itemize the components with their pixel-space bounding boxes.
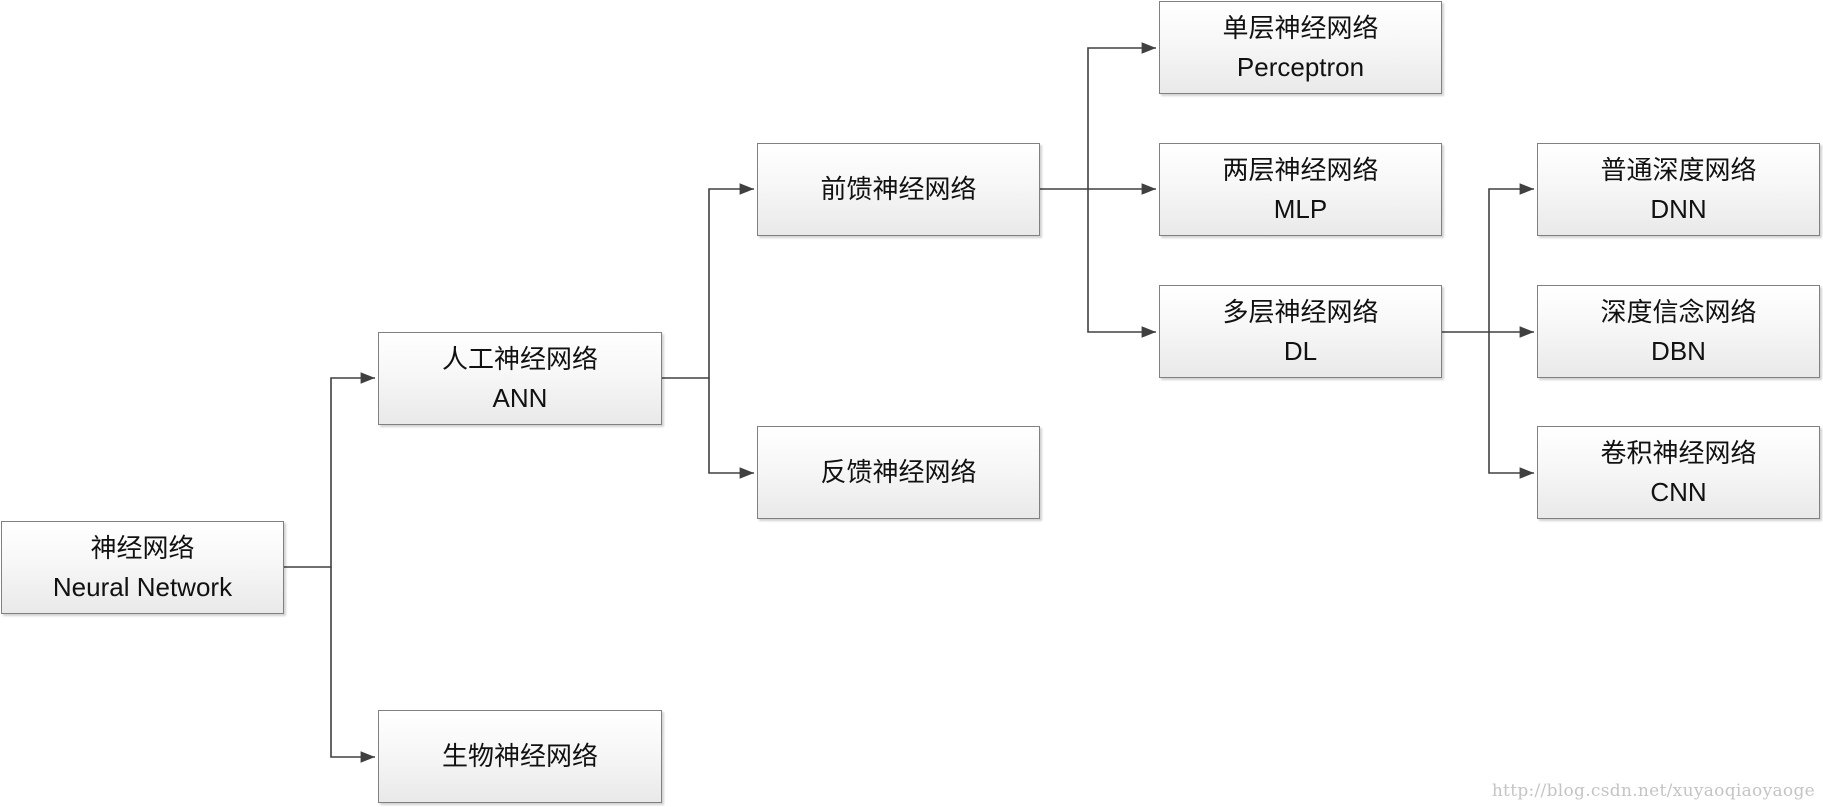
connector-multi-cnn [1488, 332, 1534, 479]
node-multi-layer-nn-en: DL [1283, 335, 1318, 366]
node-biological-nn-zh: 生物神经网络 [441, 741, 598, 772]
connector-root-bio [330, 567, 375, 763]
node-neural-network-zh: 神经网络 [90, 533, 195, 564]
node-dbn: 深度信念网络 DBN [1537, 285, 1820, 378]
connector-ann-fb [708, 378, 754, 479]
connector-ff-multi [1087, 189, 1156, 338]
node-two-layer-nn-zh: 两层神经网络 [1222, 155, 1379, 186]
node-multi-layer-nn: 多层神经网络 DL [1159, 285, 1442, 378]
node-neural-network-en: Neural Network [52, 571, 233, 602]
node-cnn-zh: 卷积神经网络 [1600, 438, 1757, 469]
node-two-layer-nn-en: MLP [1273, 193, 1328, 224]
node-cnn: 卷积神经网络 CNN [1537, 426, 1820, 519]
node-feedforward-nn: 前馈神经网络 [757, 143, 1040, 236]
node-dbn-en: DBN [1651, 335, 1706, 366]
node-dnn-en: DNN [1650, 193, 1707, 224]
connector-multi-dnn [1442, 183, 1534, 333]
node-ann-en: ANN [492, 382, 548, 413]
node-ann: 人工神经网络 ANN [378, 332, 662, 425]
node-neural-network: 神经网络 Neural Network [1, 521, 284, 614]
node-biological-nn: 生物神经网络 [378, 710, 662, 803]
node-feedforward-nn-zh: 前馈神经网络 [820, 174, 977, 205]
node-dbn-zh: 深度信念网络 [1600, 297, 1757, 328]
node-multi-layer-nn-zh: 多层神经网络 [1222, 297, 1379, 328]
connector-root-ann [284, 372, 375, 568]
node-feedback-nn-zh: 反馈神经网络 [820, 457, 977, 488]
node-single-layer-nn-en: Perceptron [1236, 51, 1365, 82]
node-feedback-nn: 反馈神经网络 [757, 426, 1040, 519]
node-dnn: 普通深度网络 DNN [1537, 143, 1820, 236]
connector-ann-ff [662, 183, 754, 379]
watermark-url: http://blog.csdn.net/xuyaoqiaoyaoge [1491, 781, 1815, 801]
node-cnn-en: CNN [1650, 476, 1707, 507]
node-dnn-zh: 普通深度网络 [1600, 155, 1757, 186]
node-single-layer-nn-zh: 单层神经网络 [1222, 13, 1379, 44]
node-ann-zh: 人工神经网络 [441, 344, 598, 375]
node-two-layer-nn: 两层神经网络 MLP [1159, 143, 1442, 236]
connector-ff-single [1040, 42, 1156, 190]
node-single-layer-nn: 单层神经网络 Perceptron [1159, 1, 1442, 94]
